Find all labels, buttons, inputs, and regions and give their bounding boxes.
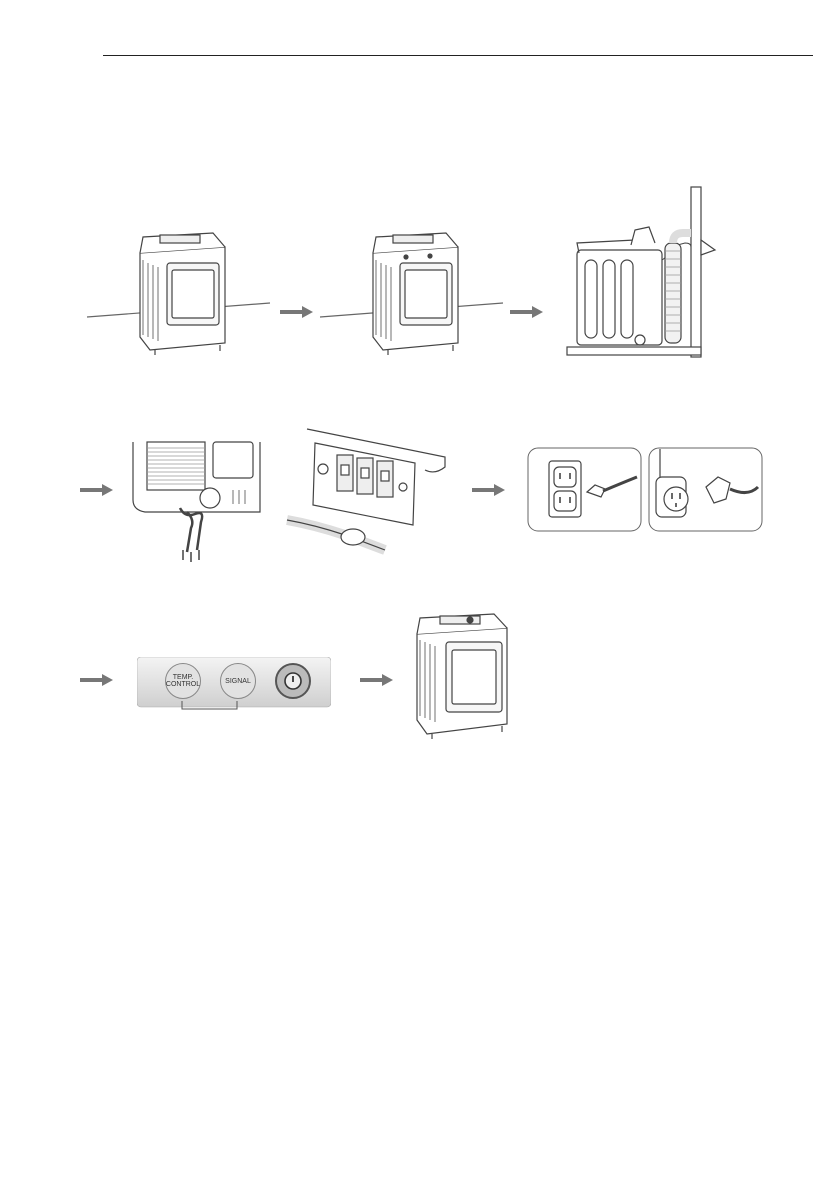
power-icon bbox=[283, 671, 303, 691]
header-rule bbox=[103, 55, 813, 56]
terminal-block-illustration bbox=[285, 425, 450, 570]
power-button[interactable] bbox=[275, 663, 311, 699]
dryer-level-illustration-2 bbox=[318, 225, 508, 360]
signal-label: SIGNAL bbox=[225, 678, 251, 685]
signal-button[interactable]: SIGNAL bbox=[220, 663, 256, 699]
step-arrow-3 bbox=[80, 483, 114, 497]
step-arrow-5 bbox=[80, 673, 114, 687]
four-prong-outlet-illustration bbox=[648, 447, 763, 532]
temp-control-label-line2: CONTROL bbox=[166, 681, 200, 688]
step-arrow-2 bbox=[510, 305, 544, 319]
outlet-plug-illustration bbox=[527, 447, 642, 532]
step-arrow-6 bbox=[360, 673, 394, 687]
temp-control-label-line1: TEMP. bbox=[173, 674, 194, 681]
dryer-vent-illustration bbox=[565, 185, 725, 365]
dryer-back-cord-illustration bbox=[125, 440, 270, 565]
temp-control-button[interactable]: TEMP. CONTROL bbox=[165, 663, 201, 699]
step-arrow-1 bbox=[280, 305, 314, 319]
step-arrow-4 bbox=[472, 483, 506, 497]
dryer-level-illustration-1 bbox=[85, 225, 275, 360]
dryer-final-illustration bbox=[412, 612, 522, 742]
